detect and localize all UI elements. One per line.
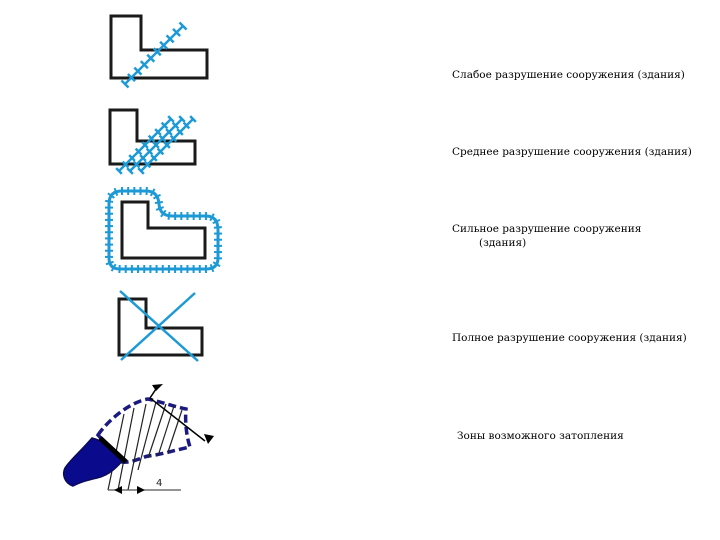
flood-zone-outline: [95, 397, 193, 464]
damage-hatch-lines: [115, 115, 197, 175]
flood-zone-symbol: 4: [62, 384, 214, 494]
building-outline: [108, 108, 197, 166]
building-outline: [117, 297, 204, 357]
legend-label-flood: Зоны возможного затопления: [457, 430, 624, 442]
legend-label-full: Полное разрушение сооружения (здания): [452, 332, 687, 344]
water-source-blob: [62, 437, 125, 487]
damage-hatch-line: [120, 21, 188, 89]
cross-line: [120, 292, 196, 361]
dimension-label: 4: [156, 478, 162, 489]
strong-damage-symbol: [105, 186, 223, 274]
legend-label-strong-cont: (здания): [479, 237, 527, 249]
medium-damage-symbol: [108, 108, 197, 175]
weak-damage-symbol: [109, 14, 209, 89]
legend-label-medium: Среднее разрушение сооружения (здания): [452, 146, 692, 158]
building-outline: [120, 200, 207, 260]
damage-ring: [107, 189, 220, 271]
legend-label-strong: Сильное разрушение сооружения: [452, 223, 642, 235]
legend-label-weak: Слабое разрушение сооружения (здания): [452, 69, 685, 81]
flow-arrow: [148, 384, 214, 444]
full-damage-symbol: [117, 290, 204, 362]
dam-bar: [98, 436, 128, 464]
dimension-line: [108, 486, 181, 494]
damage-ring-ticks: [105, 186, 223, 274]
building-outline: [109, 14, 209, 80]
